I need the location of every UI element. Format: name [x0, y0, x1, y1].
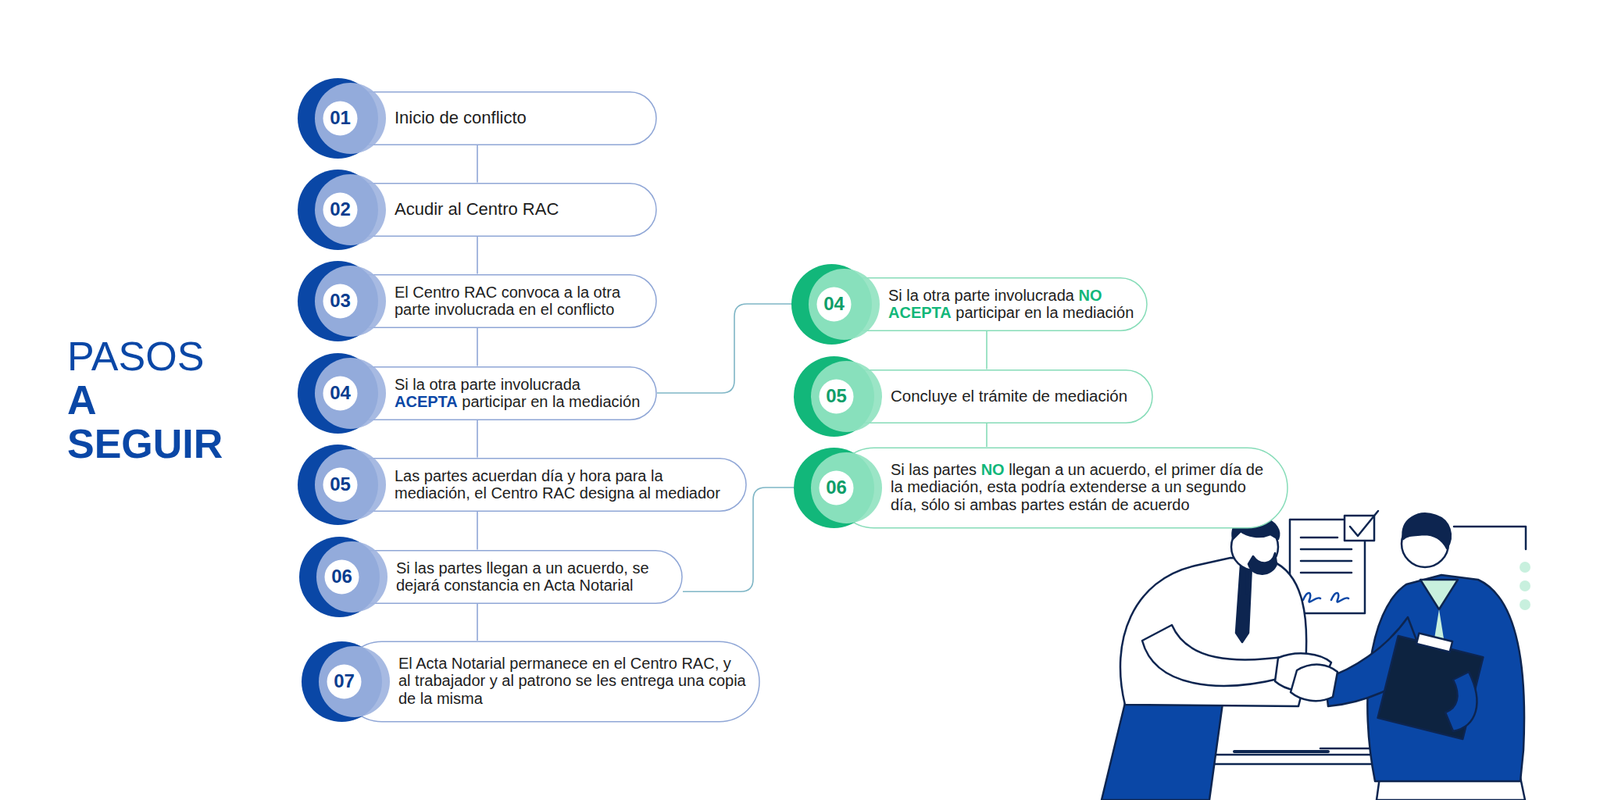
step-number: 04	[321, 381, 361, 405]
number-halo	[314, 449, 386, 521]
step-box: 02 Acudir al Centro RAC	[297, 182, 658, 237]
pill-outline	[342, 641, 761, 722]
connector-line	[985, 331, 988, 370]
step-box: 05 Concluye el trámite de mediación	[793, 369, 1154, 424]
step-number: 06	[817, 475, 857, 500]
step-text: Si la otra parte involucrada NO ACEPTA p…	[888, 286, 1137, 322]
step-number: 01	[321, 106, 361, 130]
number-halo	[314, 82, 386, 154]
connector-line	[476, 511, 479, 550]
step-number: 03	[321, 289, 361, 313]
emphasis-word: ACEPTA	[394, 392, 458, 411]
step-box: 06 Si las partes NO llegan a un acuerdo, …	[793, 446, 1289, 529]
step-text: Si las partes llegan a un acuerdo, se de…	[396, 559, 674, 595]
number-halo	[810, 360, 883, 433]
step-text: Si las partes NO llegan a un acuerdo, el…	[890, 460, 1274, 514]
emphasis-word: NO	[981, 460, 1005, 479]
step-number: 06	[322, 564, 362, 589]
step-box: 04 Si la otra parte involucrada ACEPTA pa…	[297, 366, 658, 421]
step-box: 01 Inicio de conflicto	[297, 91, 658, 146]
connector-line	[476, 420, 479, 458]
connector-line	[657, 303, 792, 393]
step-text: Concluye el trámite de mediación	[890, 387, 1141, 406]
step-text: El Centro RAC convoca a la otra parte in…	[394, 283, 629, 319]
step-text: Las partes acuerdan día y hora para la m…	[394, 467, 731, 503]
step-number: 05	[817, 384, 857, 408]
step-number: 05	[321, 472, 361, 497]
step-number: 02	[321, 197, 361, 222]
connector-line	[476, 328, 479, 367]
step-box: 04 Si la otra parte involucrada NO ACEPTA…	[791, 277, 1148, 332]
step-text: El Acta Notarial permanece en el Centro …	[398, 654, 747, 708]
step-text: Acudir al Centro RAC	[394, 200, 645, 220]
emphasis-word: NO	[1078, 286, 1103, 304]
connector-line	[985, 423, 988, 448]
number-halo	[316, 541, 388, 613]
number-halo	[810, 452, 883, 524]
pill-outline	[834, 447, 1289, 529]
connector-line	[476, 603, 479, 642]
number-halo	[808, 268, 880, 340]
step-number: 04	[814, 292, 854, 316]
step-box: 06 Si las partes llegan a un acuerdo, se …	[299, 550, 683, 604]
step-number: 07	[325, 669, 365, 693]
step-text: Si la otra parte involucrada ACEPTA part…	[394, 375, 643, 411]
number-halo	[318, 646, 390, 718]
pill-outline	[339, 550, 683, 604]
number-halo	[314, 265, 386, 337]
pill-outline	[338, 457, 747, 511]
step-text: Inicio de conflicto	[394, 108, 645, 129]
diagram-title: PASOS A SEGUIR	[67, 334, 272, 466]
step-box: 05 Las partes acuerdan día y hora para la…	[297, 457, 747, 512]
number-halo	[314, 174, 386, 246]
step-box: 03 El Centro RAC convoca a la otra parte …	[297, 274, 658, 329]
emphasis-word: ACEPTA	[888, 303, 952, 322]
step-box: 07 El Acta Notarial permanece en el Centr…	[301, 640, 761, 722]
connector-line	[476, 145, 479, 183]
connector-line	[476, 236, 479, 275]
number-halo	[314, 357, 386, 429]
